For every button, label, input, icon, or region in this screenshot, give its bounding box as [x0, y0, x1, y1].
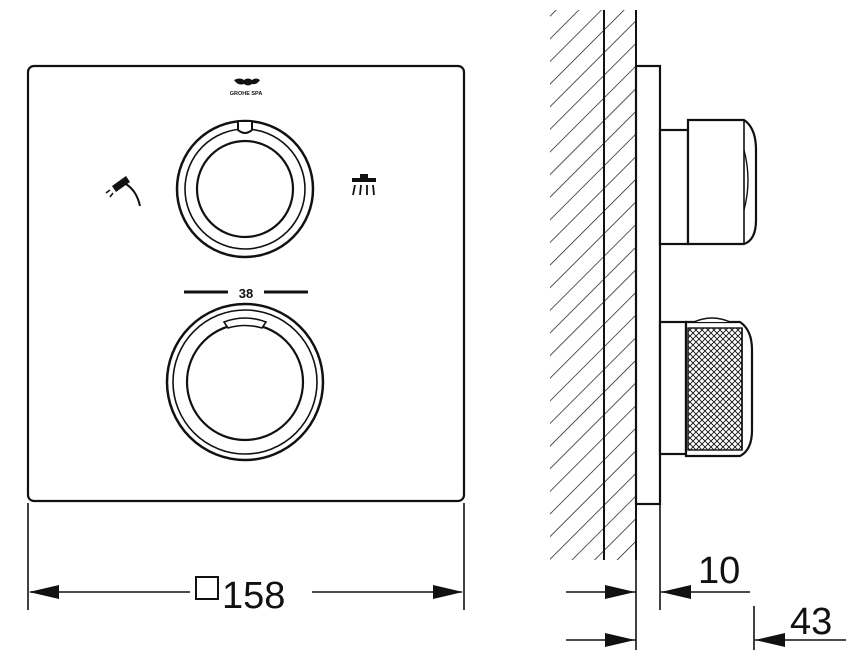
total-projection-label: 43 — [790, 601, 832, 643]
front-view: GROHE SPA 38 — [26, 64, 466, 617]
thermostat-handle-side — [658, 317, 754, 458]
grohe-spa-logo: GROHE SPA — [230, 78, 263, 97]
diverter-handle — [175, 119, 315, 259]
hand-shower-icon — [105, 176, 141, 207]
depth-dimension-10: 10 — [566, 504, 750, 650]
side-view: 10 43 — [550, 10, 846, 650]
square-size-symbol — [195, 576, 219, 600]
cover-plate — [26, 64, 466, 503]
depth-dimension-43: 43 — [566, 601, 846, 650]
brand-mark-text: GROHE SPA — [230, 91, 263, 97]
plate-depth-label: 10 — [698, 550, 740, 592]
diverter-handle-side — [658, 118, 758, 246]
temperature-scale: 38 — [184, 286, 308, 301]
cover-plate-side — [634, 64, 662, 506]
temperature-mark-text: 38 — [239, 286, 253, 301]
plate-size-label: 158 — [222, 575, 285, 617]
overhead-shower-icon — [352, 174, 376, 196]
width-dimension: 158 — [27, 503, 465, 617]
thermostat-handle — [165, 302, 325, 462]
wall-section — [550, 10, 637, 560]
